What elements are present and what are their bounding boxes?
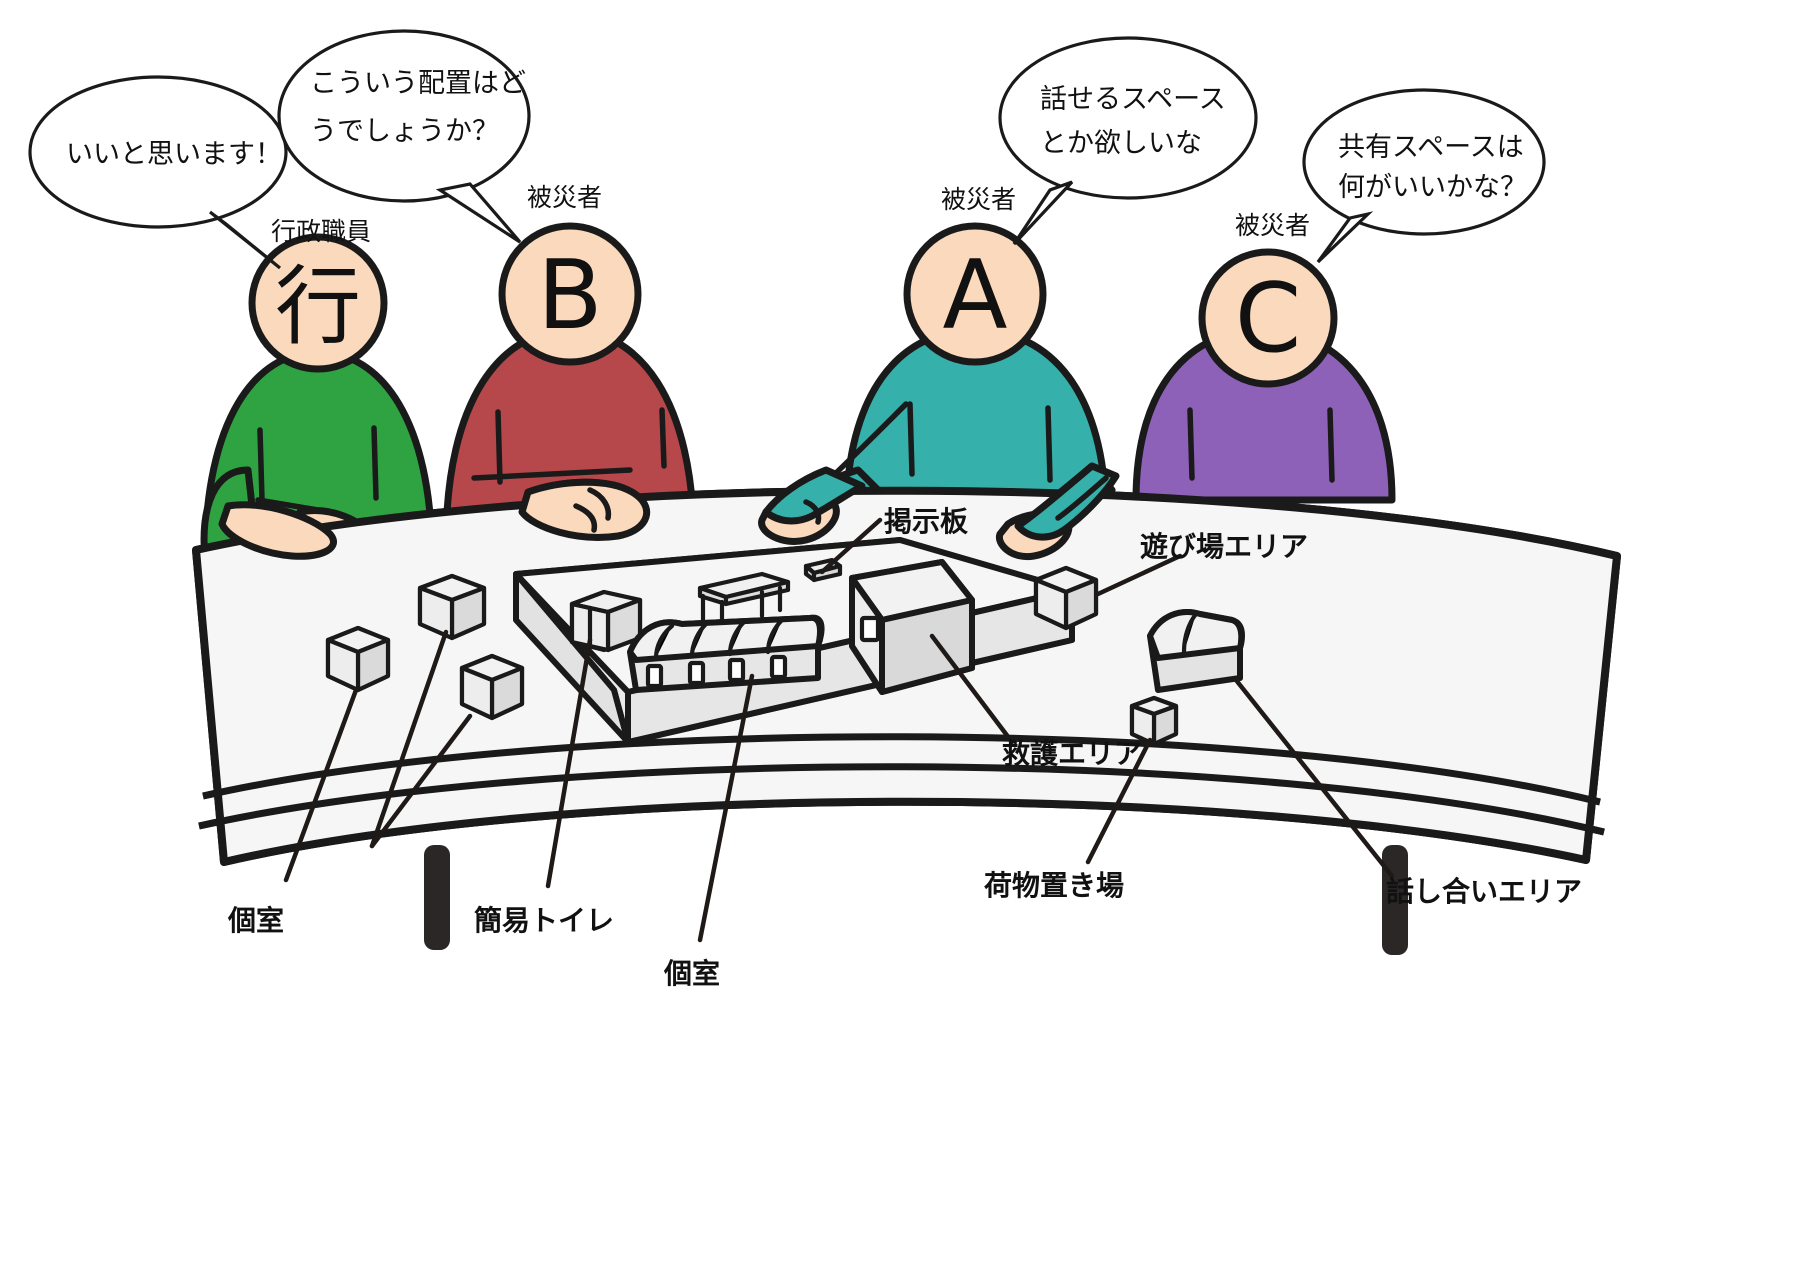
leader-lines bbox=[283, 517, 1395, 943]
leader-private-1c bbox=[369, 629, 449, 849]
loose-blocks bbox=[325, 565, 1245, 747]
label-playground: 遊び場エリア bbox=[1140, 530, 1308, 563]
b-role-label: 被災者 bbox=[527, 183, 602, 212]
b-finger-crease-2 bbox=[573, 503, 598, 533]
admin-hand-on-table bbox=[218, 501, 337, 560]
leader-luggage bbox=[1085, 737, 1153, 865]
model-quonset-row bbox=[627, 614, 825, 693]
c-role-label: 被災者 bbox=[1235, 211, 1310, 240]
leader-playground bbox=[1095, 553, 1183, 597]
leader-toilet bbox=[545, 637, 593, 889]
table-apron-line-a bbox=[202, 733, 1601, 806]
model-bench bbox=[697, 571, 791, 629]
speech-bubble-a: 話せるスペース とか欲しいな bbox=[998, 36, 1258, 246]
block-private-room-left-2 bbox=[325, 625, 391, 693]
bubble-c-line-1: 共有スペースは bbox=[1338, 132, 1524, 163]
speech-bubble-c: 共有スペースは 何がいいかな？ bbox=[1302, 88, 1546, 264]
bubble-admin-line-1: いいと思います！ bbox=[66, 139, 282, 170]
model-relief-shed bbox=[849, 559, 975, 695]
label-private-room-1: 個室 bbox=[227, 904, 284, 937]
c-fold-1 bbox=[1187, 407, 1195, 481]
label-private-room-2: 個室 bbox=[663, 957, 720, 990]
table-leg-left bbox=[424, 845, 450, 950]
leader-private-1a bbox=[283, 687, 359, 883]
c-head-mark: C bbox=[1235, 264, 1301, 374]
bubble-b-line-1: こういう配置はど bbox=[310, 68, 526, 99]
model-portable-toilet bbox=[569, 589, 643, 653]
a-finger-crease-left bbox=[803, 499, 822, 525]
leader-private-1b bbox=[369, 713, 473, 849]
a-sleeve-right bbox=[1014, 462, 1120, 541]
a-role-label: 被災者 bbox=[941, 185, 1016, 214]
b-fold-2 bbox=[471, 467, 633, 481]
block-private-room-left-1 bbox=[417, 573, 487, 641]
leader-private-2 bbox=[697, 673, 755, 943]
block-discussion-hut bbox=[1147, 609, 1245, 693]
label-luggage: 荷物置き場 bbox=[984, 869, 1124, 902]
admin-head bbox=[248, 233, 388, 373]
b-fold-3 bbox=[659, 407, 667, 469]
b-finger-crease-1 bbox=[587, 487, 612, 521]
leader-notice-board bbox=[819, 517, 883, 575]
label-notice-board: 掲示板 bbox=[884, 505, 968, 538]
label-discussion: 話し合いエリア bbox=[1386, 875, 1582, 908]
a-head-mark: A bbox=[943, 241, 1008, 351]
b-head-mark: B bbox=[537, 241, 602, 351]
table-apron-line-b bbox=[198, 763, 1605, 836]
speech-bubble-admin: いいと思います！ bbox=[28, 75, 288, 270]
label-relief-area: 救護エリア bbox=[1002, 737, 1142, 770]
block-private-room-left-3 bbox=[459, 653, 525, 721]
admin-head-mark: 行 bbox=[275, 257, 361, 357]
admin-fold-2 bbox=[255, 497, 333, 515]
leader-discussion bbox=[1233, 677, 1395, 879]
bubble-b-line-2: うでしょうか？ bbox=[310, 116, 499, 147]
bubble-a-line-2: とか欲しいな bbox=[1040, 128, 1202, 159]
b-fold-1 bbox=[495, 409, 503, 485]
bubble-a-line-1: 話せるスペース bbox=[1040, 84, 1226, 115]
label-portable-toilet: 簡易トイレ bbox=[474, 904, 614, 937]
speech-bubble-b: こういう配置はど うでしょうか？ bbox=[277, 29, 531, 244]
a-sleeve-left bbox=[762, 466, 866, 525]
block-luggage bbox=[1129, 695, 1179, 747]
a-finger-crease-right bbox=[1055, 475, 1109, 521]
a-fold-2 bbox=[1045, 405, 1053, 483]
b-head bbox=[498, 222, 642, 366]
c-fold-2 bbox=[1327, 407, 1335, 483]
a-fold-1 bbox=[907, 401, 915, 477]
bubble-c-line-2: 何がいいかな？ bbox=[1338, 172, 1527, 203]
shelter-model bbox=[513, 537, 1075, 745]
admin-fold-1 bbox=[257, 427, 265, 503]
leader-relief bbox=[929, 633, 1015, 745]
admin-fold-3 bbox=[371, 425, 379, 501]
person-c: C 被災者 bbox=[1132, 211, 1396, 504]
block-playground bbox=[1033, 565, 1099, 631]
c-head bbox=[1198, 248, 1338, 388]
admin-role-label: 行政職員 bbox=[271, 217, 371, 246]
hands-on-table bbox=[218, 462, 1120, 561]
a-head bbox=[903, 222, 1047, 366]
